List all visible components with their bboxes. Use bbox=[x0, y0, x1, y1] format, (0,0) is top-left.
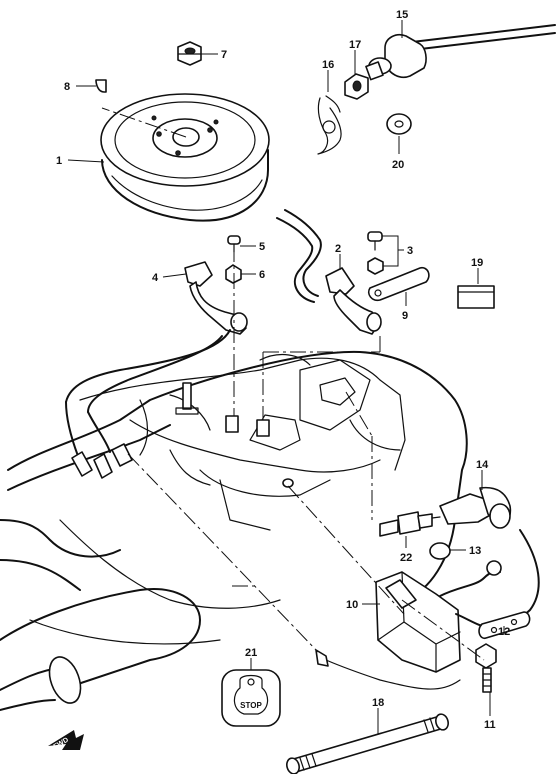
cap-13 bbox=[429, 542, 451, 560]
callout-10: 10 bbox=[346, 599, 380, 611]
stop-plate: STOP bbox=[221, 669, 281, 727]
callout-17: 17 bbox=[349, 39, 361, 74]
callout-number: 1 bbox=[56, 155, 62, 167]
callout-number: 6 bbox=[259, 269, 265, 281]
screws-3 bbox=[367, 231, 384, 275]
callout-number: 4 bbox=[152, 272, 159, 284]
callout-number: 3 bbox=[407, 245, 413, 257]
callout-number: 9 bbox=[402, 310, 408, 322]
stop-lead bbox=[315, 649, 461, 690]
callout-number: 16 bbox=[322, 59, 334, 71]
callout-16: 16 bbox=[322, 59, 334, 92]
flywheel-nut bbox=[177, 41, 202, 66]
callout-number: 19 bbox=[471, 257, 483, 269]
callout-number: 10 bbox=[346, 599, 358, 611]
callout-14: 14 bbox=[476, 459, 489, 490]
shaft-tube bbox=[286, 713, 449, 774]
callout-2: 2 bbox=[335, 243, 341, 270]
stop-switch-body bbox=[365, 24, 556, 81]
callout-5: 5 bbox=[240, 241, 265, 253]
engine-base bbox=[0, 350, 468, 711]
protective-cap bbox=[457, 285, 495, 309]
alignment-lines bbox=[101, 107, 485, 661]
forward-arrow-icon: FWD bbox=[48, 730, 84, 751]
woodruff-key bbox=[95, 79, 107, 93]
callout-12: 12 bbox=[498, 626, 510, 638]
stop-switch-washer bbox=[386, 113, 412, 135]
callout-7: 7 bbox=[201, 49, 227, 61]
coil-bracket bbox=[367, 266, 430, 302]
wire-harness bbox=[65, 401, 133, 479]
callout-number: 11 bbox=[484, 719, 496, 731]
callout-15: 15 bbox=[396, 9, 408, 38]
callout-21: 21 bbox=[245, 647, 257, 670]
callout-number: 20 bbox=[392, 159, 404, 171]
callout-18: 18 bbox=[372, 697, 384, 734]
cdi-bolt bbox=[475, 643, 497, 693]
lanyard-clip bbox=[317, 95, 342, 155]
callout-3: 3 bbox=[382, 235, 413, 267]
stop-label: STOP bbox=[240, 701, 262, 710]
callout-number: 14 bbox=[476, 459, 489, 471]
stop-switch-nut bbox=[344, 73, 369, 100]
callout-6: 6 bbox=[241, 269, 265, 281]
callout-13: 13 bbox=[450, 545, 481, 557]
callout-22: 22 bbox=[400, 536, 412, 564]
flywheel bbox=[100, 93, 270, 222]
callout-9: 9 bbox=[402, 292, 408, 322]
callout-number: 17 bbox=[349, 39, 361, 51]
callout-number: 8 bbox=[64, 81, 70, 93]
pulser-coil-left bbox=[65, 261, 248, 413]
pulser-coil-right bbox=[276, 209, 382, 335]
callout-number: 2 bbox=[335, 243, 341, 255]
spark-plug bbox=[379, 511, 441, 537]
callout-4: 4 bbox=[152, 272, 187, 284]
callout-number: 13 bbox=[469, 545, 481, 557]
callout-number: 21 bbox=[245, 647, 257, 659]
callout-number: 22 bbox=[400, 552, 412, 564]
callout-8: 8 bbox=[64, 81, 96, 93]
callout-1: 1 bbox=[56, 155, 105, 167]
callout-11: 11 bbox=[484, 692, 496, 731]
callout-number: 18 bbox=[372, 697, 384, 709]
callout-20: 20 bbox=[392, 136, 404, 171]
callout-number: 15 bbox=[396, 9, 408, 21]
callout-number: 5 bbox=[259, 241, 265, 253]
callout-19: 19 bbox=[471, 257, 483, 284]
callout-number: 12 bbox=[498, 626, 510, 638]
cdi-bracket bbox=[478, 611, 531, 640]
callout-number: 7 bbox=[221, 49, 227, 61]
